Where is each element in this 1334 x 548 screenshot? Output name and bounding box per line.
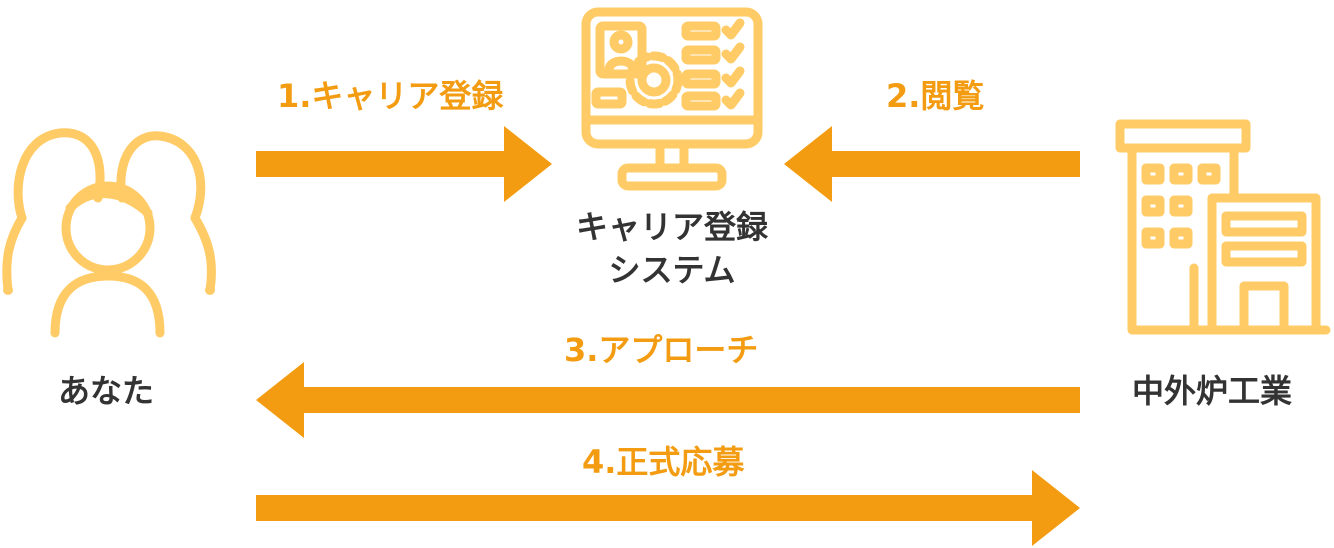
- system-label: キャリア登録 システム: [555, 206, 789, 292]
- step4-arrow: [256, 470, 1080, 546]
- system-label-line1: キャリア登録: [575, 208, 768, 246]
- office-building-icon: [1115, 119, 1331, 335]
- system-label-line2: システム: [608, 251, 736, 290]
- step4-label: 4.正式応募: [582, 443, 745, 481]
- step3-arrow: [256, 362, 1080, 438]
- step1-arrow: [256, 126, 552, 202]
- step2-arrow: [784, 126, 1080, 202]
- company-label: 中外炉工業: [1132, 372, 1293, 410]
- step3-label: 3.アプローチ: [564, 331, 759, 369]
- people-group-icon: [2, 128, 216, 338]
- computer-monitor-icon: [581, 7, 763, 191]
- step1-label: 1.キャリア登録: [277, 77, 504, 115]
- you-label: あなた: [58, 372, 155, 410]
- step2-label: 2.閲覧: [886, 77, 985, 115]
